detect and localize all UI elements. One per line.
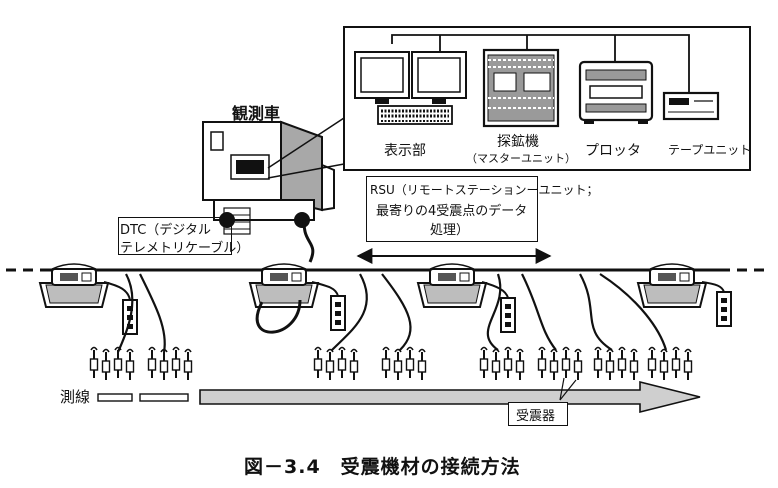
geophone-label-box bbox=[508, 402, 568, 426]
plotter-label: プロッタ bbox=[585, 143, 641, 159]
observation-vehicle-label: 観測車 bbox=[232, 104, 281, 123]
master-unit-icon bbox=[482, 48, 560, 128]
observation-truck-icon bbox=[202, 120, 335, 235]
display-monitors-icon bbox=[354, 51, 467, 125]
battery-box-icon bbox=[330, 295, 346, 331]
master-unit-label: （マスターユニット） bbox=[466, 152, 576, 165]
display-unit-label: 表示部 bbox=[384, 143, 426, 159]
geophone-cables bbox=[116, 273, 668, 353]
tape-unit-icon bbox=[662, 91, 720, 121]
battery-box-icon bbox=[716, 291, 732, 327]
geophone-array bbox=[89, 346, 693, 381]
dtc-label-line2: テレメトリケーブル） bbox=[120, 241, 250, 256]
truck-drop-cable bbox=[302, 214, 315, 263]
dtc-label-box bbox=[118, 217, 232, 255]
plotter-icon bbox=[578, 60, 654, 124]
rsu-label-line1: RSU（リモートステーションーユニット； bbox=[370, 183, 599, 197]
rsu-label-line3: 処理） bbox=[430, 223, 470, 238]
exploration-unit-label: 探鉱機 bbox=[497, 134, 539, 150]
rsu-label-line2: 最寄りの4受震点のデータ bbox=[376, 204, 528, 219]
geophone-leader bbox=[559, 377, 565, 401]
equipment-bus-line bbox=[391, 34, 690, 93]
survey-line-segment bbox=[97, 393, 133, 402]
survey-direction-arrow bbox=[199, 380, 701, 414]
survey-line-label: 測線 bbox=[60, 388, 91, 406]
tape-unit-label: テープユニット bbox=[668, 143, 752, 157]
battery-box-icon bbox=[500, 297, 516, 333]
geophone-label: 受震器 bbox=[516, 409, 556, 424]
rsu-label-box bbox=[366, 176, 538, 242]
callout-leader bbox=[267, 117, 345, 169]
dtc-label-line1: DTC（デジタル bbox=[120, 223, 212, 238]
figure-caption: 図－3.4 受震機材の接続方法 bbox=[244, 456, 521, 478]
